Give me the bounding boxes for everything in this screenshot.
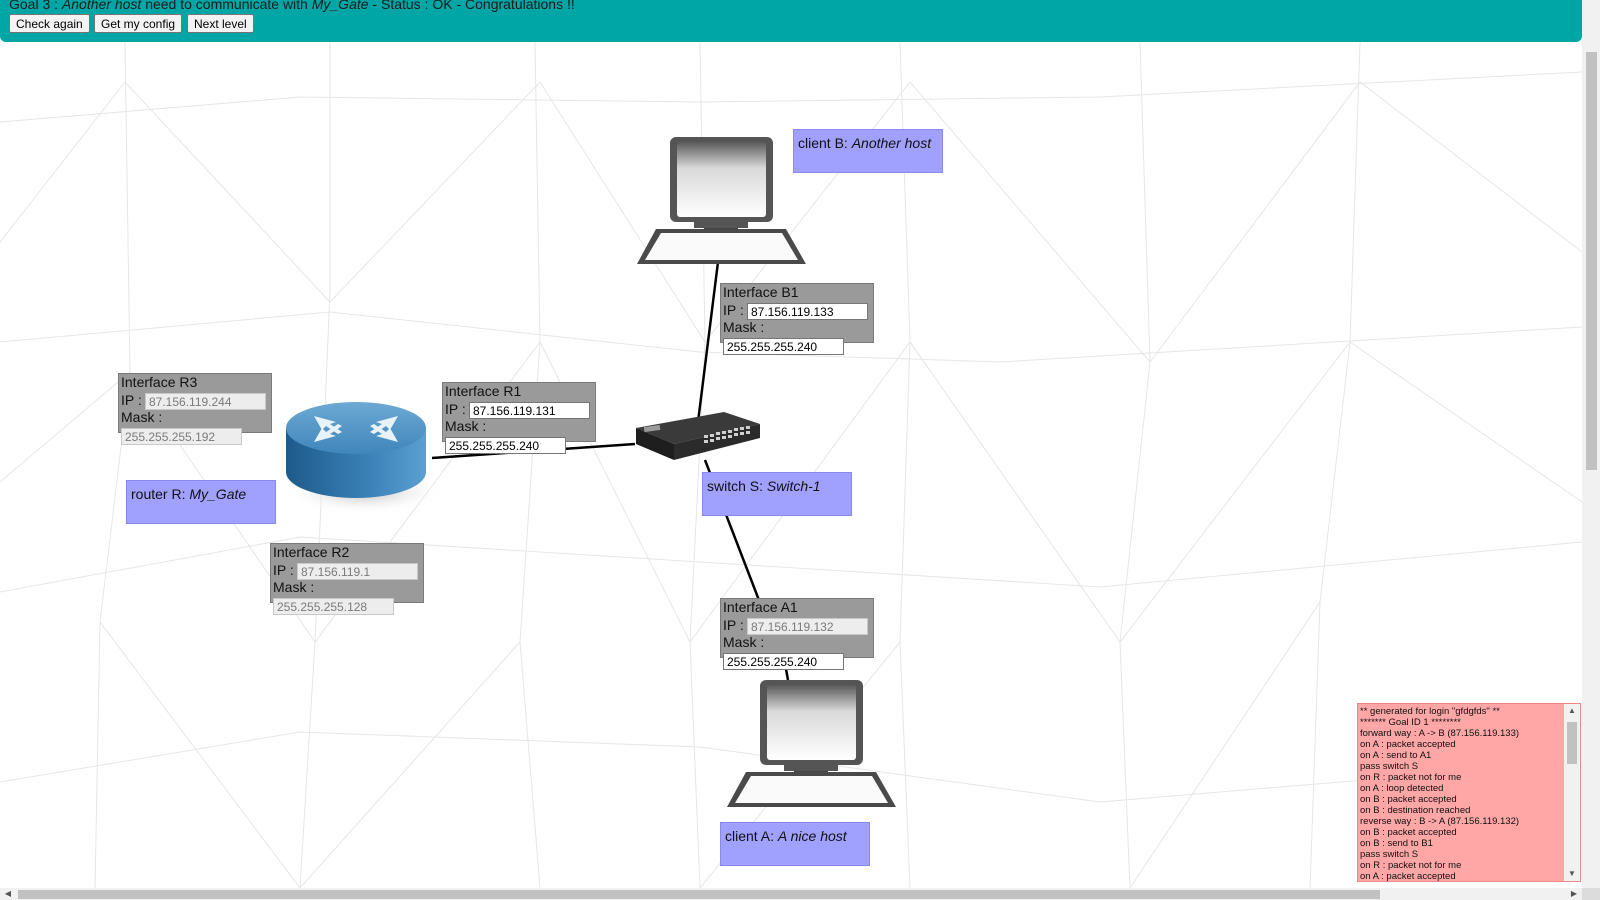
goal-bar: Goal 3 : Another host need to communicat… (0, 0, 1582, 42)
interface-b1-ip-label: IP : (723, 302, 744, 318)
scroll-right-icon[interactable]: ▶ (1570, 889, 1578, 898)
log-scrollbar[interactable]: ▲ ▼ (1564, 704, 1580, 881)
router-label-prefix: router R: (131, 486, 190, 502)
switch-label[interactable]: switch S: Switch-1 (702, 472, 852, 516)
next-level-button[interactable]: Next level (187, 14, 254, 33)
log-line: forward way : A -> B (87.156.119.133) (1360, 728, 1520, 739)
client-b-computer-icon[interactable] (634, 134, 809, 268)
router-icon[interactable] (284, 392, 450, 522)
check-again-button[interactable]: Check again (9, 14, 90, 33)
log-line: reverse way : B -> A (87.156.119.132) (1360, 816, 1520, 827)
scrollbar-corner (1582, 888, 1600, 900)
client-b-label[interactable]: client B: Another host (793, 129, 943, 173)
log-lines: ** generated for login "gfdgfds" *******… (1360, 706, 1560, 882)
interface-b1-panel: Interface B1 IP : Mask : (720, 283, 874, 355)
client-b-label-prefix: client B: (798, 135, 852, 151)
log-line: on B : send to B1 (1360, 838, 1433, 849)
interface-a1-ip-label: IP : (723, 617, 744, 633)
interface-a1-title: Interface A1 (723, 599, 798, 615)
interface-b1-mask-label: Mask : (723, 319, 765, 335)
goal-status-text: Goal 3 : Another host need to communicat… (9, 0, 575, 12)
log-line: on R : packet not for me (1360, 772, 1462, 783)
interface-r1-mask-input[interactable] (445, 437, 566, 454)
interface-r1-ip-label: IP : (445, 401, 466, 417)
log-panel[interactable]: ** generated for login "gfdgfds" *******… (1357, 703, 1581, 882)
log-line: on B : packet accepted (1360, 827, 1457, 838)
client-b-name: Another host (851, 135, 932, 151)
switch-icon[interactable] (634, 410, 762, 468)
goal-status: - Status : OK - Congratulations !! (368, 0, 575, 12)
get-my-config-button[interactable]: Get my config (94, 14, 183, 33)
log-line: on A : loop detected (1360, 783, 1444, 794)
interface-r2-panel: Interface R2 IP : Mask : (270, 543, 424, 615)
switch-label-prefix: switch S: (707, 478, 767, 494)
log-line: on R : packet not for me (1360, 860, 1462, 871)
interface-r1-title: Interface R1 (445, 383, 522, 399)
interface-b1-title: Interface B1 (723, 284, 799, 300)
scroll-left-icon[interactable]: ◀ (4, 889, 12, 898)
goal-prefix: Goal 3 : (9, 0, 62, 12)
page-vertical-scrollbar-thumb[interactable] (1586, 52, 1597, 470)
interface-r3-ip-input (145, 393, 266, 410)
log-line: ******* Goal ID 1 ******** (1360, 717, 1461, 728)
page-horizontal-scrollbar-thumb[interactable] (18, 890, 1380, 899)
interface-r1-mask-label: Mask : (445, 418, 487, 434)
interface-r3-ip-label: IP : (121, 392, 142, 408)
interface-b1-ip-input[interactable] (747, 303, 868, 320)
interface-r2-ip-input (297, 563, 418, 580)
interface-a1-mask-label: Mask : (723, 634, 765, 650)
interface-r2-mask-label: Mask : (273, 579, 315, 595)
interface-a1-panel: Interface A1 IP : Mask : (720, 598, 874, 670)
interface-r2-ip-label: IP : (273, 562, 294, 578)
goal-host: Another host (61, 0, 142, 12)
log-line: on A : packet accepted (1360, 739, 1456, 750)
log-line: on B : packet accepted (1360, 794, 1457, 805)
interface-r1-ip-input[interactable] (469, 402, 590, 419)
background-mesh (0, 42, 1582, 888)
interface-r3-mask-label: Mask : (121, 409, 163, 425)
goal-middle: need to communicate with (141, 0, 312, 12)
client-a-computer-icon[interactable] (724, 677, 899, 811)
interface-a1-mask-input[interactable] (723, 653, 844, 670)
log-line: pass switch S (1360, 761, 1419, 772)
interface-a1-ip-input (747, 618, 868, 635)
interface-r3-title: Interface R3 (121, 374, 198, 390)
client-a-label-prefix: client A: (725, 828, 778, 844)
goal-target: My_Gate (311, 0, 369, 12)
interface-r2-title: Interface R2 (273, 544, 350, 560)
interface-b1-mask-input[interactable] (723, 338, 844, 355)
log-scrollbar-thumb[interactable] (1567, 722, 1577, 764)
interface-r1-panel: Interface R1 IP : Mask : (442, 382, 596, 454)
log-scroll-down-icon[interactable]: ▼ (1568, 869, 1576, 878)
log-scroll-up-icon[interactable]: ▲ (1568, 706, 1576, 715)
log-line: ** generated for login "gfdgfds" ** (1360, 706, 1500, 717)
log-line: on A : packet accepted (1360, 871, 1456, 882)
switch-name: Switch-1 (766, 478, 821, 494)
client-a-name: A nice host (777, 828, 847, 844)
page-horizontal-scrollbar[interactable]: ◀ ▶ (0, 888, 1582, 900)
router-label[interactable]: router R: My_Gate (126, 480, 276, 524)
router-name: My_Gate (189, 486, 247, 502)
log-line: pass switch S (1360, 849, 1419, 860)
log-line: on A : send to A1 (1360, 750, 1432, 761)
client-a-label[interactable]: client A: A nice host (720, 822, 870, 866)
interface-r2-mask-input (273, 598, 394, 615)
log-line: on B : destination reached (1360, 805, 1471, 816)
interface-r3-panel: Interface R3 IP : Mask : (118, 373, 272, 445)
page-vertical-scrollbar[interactable] (1582, 0, 1600, 888)
interface-r3-mask-input (121, 428, 242, 445)
